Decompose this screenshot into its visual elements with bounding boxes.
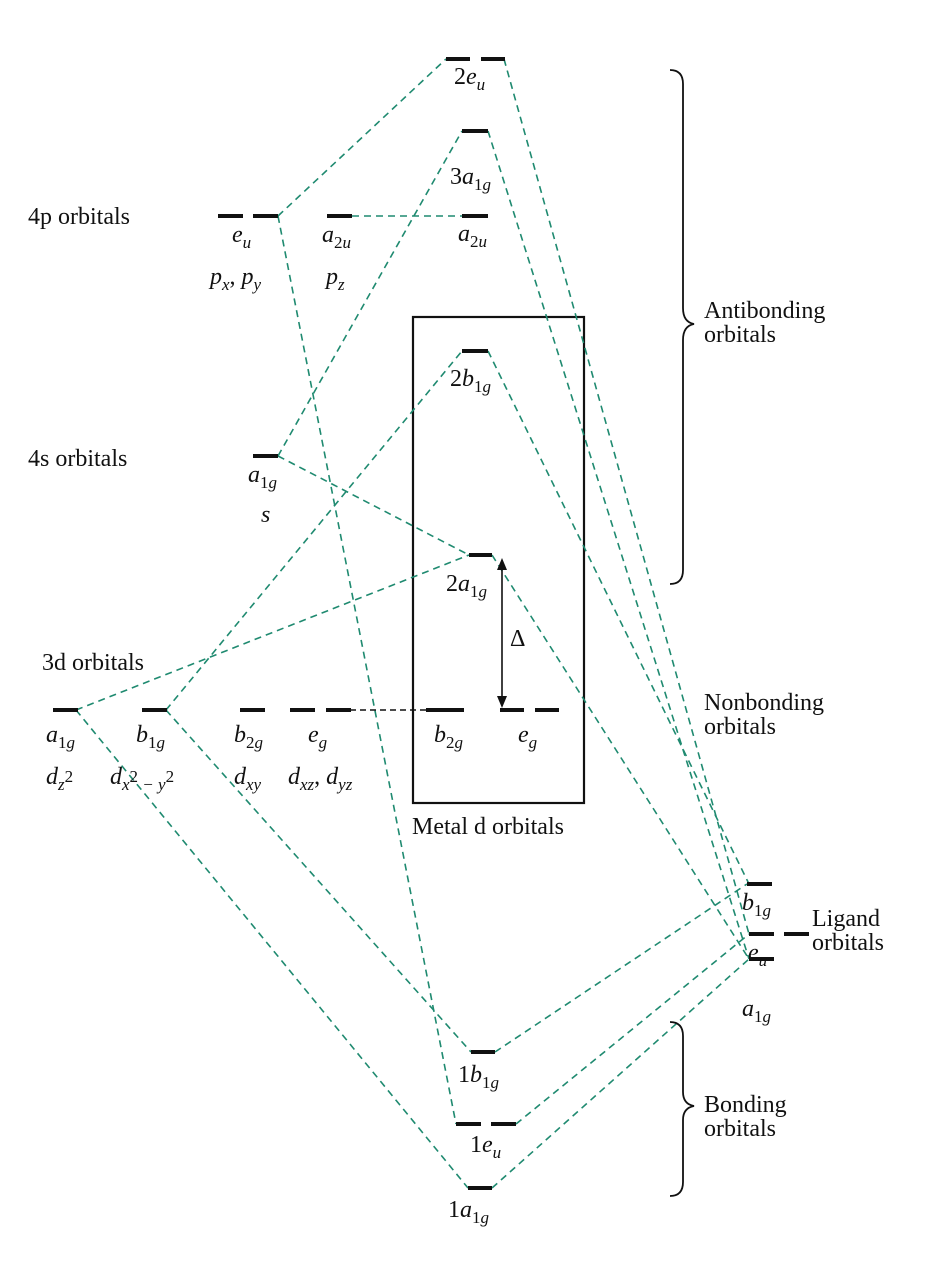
- line-1b1g-to-ligand-b1g: [494, 883, 748, 1053]
- label-metal-d-eg: eg​: [308, 722, 327, 752]
- label-1b1g: 1b1g​: [458, 1062, 499, 1092]
- line-2b1g-to-ligand-b1g: [487, 350, 750, 885]
- label-a2u: a2u​: [458, 221, 487, 251]
- metal-d-orbitals-box: [411, 315, 586, 805]
- row-label-3d: 3d orbitals: [42, 650, 144, 676]
- line-d-a1g-to-2a1g: [75, 554, 470, 711]
- line-1eu-to-ligand-eu: [515, 933, 750, 1125]
- line-2a1g-to-ligand-a1g: [491, 554, 750, 960]
- label-basis-dxy: dxy​: [234, 764, 262, 794]
- label-basis-s: s: [261, 502, 270, 528]
- row-label-4s: 4s orbitals: [28, 446, 127, 472]
- label-2b1g: 2b1g​: [450, 366, 491, 396]
- label-basis-dx2y2: dx2 − y2​: [110, 764, 174, 794]
- label-2eu: 2eu​: [454, 64, 485, 94]
- metal-d-orbitals-label: Metal d orbitals: [412, 814, 564, 840]
- label-metal-s-a1g: a1g​: [248, 462, 277, 492]
- bonding-brace: [669, 1021, 695, 1197]
- label-ligand-b1g: b1g​: [742, 890, 771, 920]
- label-basis-pxpy: px​, py​: [208, 264, 262, 294]
- energy-levels: [53, 57, 809, 1190]
- antibonding-brace: [669, 69, 695, 585]
- line-d-b1g-to-1b1g: [165, 709, 472, 1053]
- label-basis-dz2: dz2​: [46, 764, 73, 794]
- line-2eu-to-ligand-eu: [503, 58, 750, 935]
- delta-label: Δ: [510, 626, 525, 652]
- line-s-a1g-to-3a1g: [277, 130, 463, 457]
- line-p-eu-to-2eu: [277, 58, 447, 217]
- label-2a1g: 2a1g​: [446, 571, 487, 601]
- label-basis-pz: pz​: [324, 264, 345, 294]
- row-label-4p: 4p orbitals: [28, 204, 130, 230]
- line-p-eu-to-1eu: [277, 215, 457, 1125]
- line-d-b1g-to-2b1g: [165, 350, 463, 711]
- label-ligand-eu: eu​: [748, 940, 767, 970]
- label-eg: eg​: [518, 722, 537, 752]
- line-3a1g-to-ligand-a1g: [487, 130, 750, 960]
- label-metal-p-a2u: a2u​: [322, 222, 351, 252]
- correlation-lines: [75, 58, 750, 1189]
- line-1a1g-to-ligand-a1g: [491, 958, 750, 1189]
- label-basis-dxzdyz: dxz​, dyz​: [288, 764, 353, 794]
- label-3a1g: 3a1g​: [450, 164, 491, 194]
- label-metal-d-b2g: b2g​: [234, 722, 263, 752]
- label-ligand-a1g: a1g​: [742, 996, 771, 1026]
- delta-arrow: [497, 558, 507, 708]
- label-metal-d-a1g: a1g​: [46, 722, 75, 752]
- label-b2g: b2g​: [434, 722, 463, 752]
- label-metal-d-b1g: b1g​: [136, 722, 165, 752]
- label-1eu: 1eu​: [470, 1132, 501, 1162]
- label-metal-p-eu: eu​: [232, 222, 251, 252]
- label-1a1g: 1a1g​: [448, 1197, 489, 1227]
